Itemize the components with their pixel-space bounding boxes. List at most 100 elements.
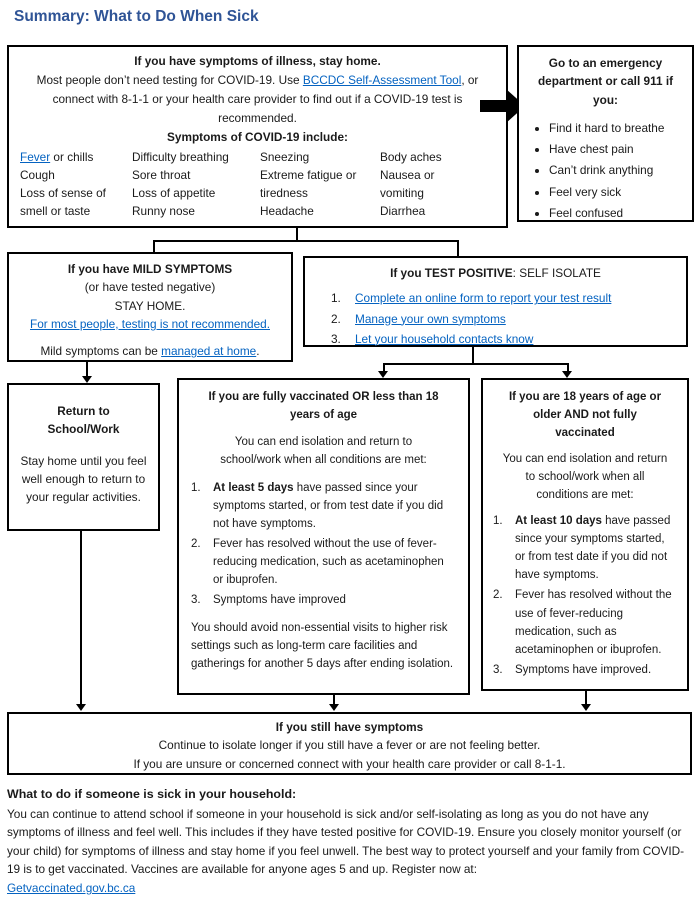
managed-at-home-link[interactable]: managed at home [161, 344, 257, 359]
condition-text: Fever has resolved without the use of fe… [515, 589, 672, 656]
condition-text: At least 10 days have passed since your … [515, 512, 677, 584]
emergency-bullet: Have chest pain [549, 139, 684, 160]
condition-number: 3. [191, 594, 201, 607]
older-box-intro: You can end isolation and return to scho… [502, 453, 668, 502]
condition-item: 3. Symptoms have improved [191, 591, 456, 609]
symptoms-column-1: Fever or chills Cough Loss of sense of s… [20, 149, 132, 221]
condition-text: Fever has resolved without the use of fe… [213, 538, 444, 587]
connector-line [333, 695, 335, 705]
fully-box-conditions: 1. At least 5 days have passed since your… [191, 479, 456, 609]
symptom-item: Sore throat [132, 168, 191, 183]
emergency-bullet: Can’t drink anything [549, 160, 684, 181]
household-section: What to do if someone is sick in your ho… [7, 785, 697, 898]
connector-line [383, 363, 569, 365]
symptom-item: Sneezing [260, 150, 310, 165]
symptoms-column-4: Body aches Nausea or vomiting Diarrhea [380, 149, 472, 221]
symptom-item: Body aches [380, 150, 442, 165]
mild-symptoms-box: If you have MILD SYMPTOMS (or have teste… [7, 252, 293, 362]
condition-number: 1. [191, 482, 201, 495]
symptom-item: Extreme fatigue or tiredness [260, 168, 357, 201]
condition-rest: have passed since your symptoms started,… [515, 515, 671, 582]
symptom-item: Headache [260, 204, 314, 219]
symptoms-box-heading: If you have symptoms of illness, stay ho… [134, 54, 381, 68]
household-heading: What to do if someone is sick in your ho… [7, 787, 297, 801]
intro-text: Most people don’t need testing for COVID… [36, 72, 303, 87]
arrow-down-icon [378, 371, 388, 378]
emergency-box-heading: Go to an emergency department or call 91… [537, 56, 674, 107]
connector-line [153, 240, 155, 253]
condition-item: 2. Fever has resolved without the use of … [493, 586, 677, 658]
symptom-item: Fever or chills [20, 149, 132, 167]
condition-number: 2. [191, 538, 201, 551]
condition-number: 2. [493, 589, 503, 602]
mild-text-period: . [256, 344, 260, 359]
test-positive-heading: If you TEST POSITIVE: SELF ISOLATE [315, 264, 676, 282]
condition-item: 3.Symptoms have improved. [493, 661, 677, 679]
symptoms-box-intro: Most people don’t need testing for COVID… [32, 71, 484, 128]
manage-symptoms-link[interactable]: Manage your own symptoms [355, 311, 506, 326]
household-link-line: Getvaccinated.gov.bc.ca [7, 879, 697, 898]
symptom-item: Difficulty breathing [132, 150, 229, 165]
connector-line [80, 531, 82, 705]
test-positive-heading-rest: : SELF ISOLATE [512, 266, 601, 280]
condition-item: 1.At least 10 days have passed since you… [493, 512, 677, 584]
symptom-item: Cough [20, 168, 55, 183]
intro-text-cont: , or connect with 8-1-1 or your health c… [52, 72, 479, 125]
return-box-heading: Return to School/Work [47, 404, 120, 437]
fully-box-intro: You can end isolation and return to scho… [220, 436, 427, 467]
bccdc-self-assessment-link[interactable]: BCCDC Self-Assessment Tool [302, 72, 462, 87]
not-fully-vaccinated-box: If you are 18 years of age or older AND … [481, 378, 689, 691]
symptom-item: Nausea or vomiting [380, 168, 435, 201]
symptom-item: Diarrhea [380, 204, 426, 219]
getvaccinated-link[interactable]: Getvaccinated.gov.bc.ca [7, 881, 136, 896]
connector-line [472, 345, 474, 365]
condition-item: 2. Fever has resolved without the use of … [191, 535, 456, 589]
fully-box-heading: If you are fully vaccinated OR less than… [208, 391, 439, 422]
test-positive-step: 2.Manage your own symptoms [331, 310, 676, 328]
fever-link[interactable]: Fever [20, 150, 51, 165]
condition-item: 1. At least 5 days have passed since your… [191, 479, 456, 533]
symptoms-list-heading: Symptoms of COVID-19 include: [167, 129, 348, 144]
older-box-heading: If you are 18 years of age or older AND … [508, 391, 662, 440]
arrow-down-icon [82, 376, 92, 383]
connector-line [296, 227, 298, 241]
still-box-line: Continue to isolate longer if you still … [158, 738, 541, 753]
fully-vaccinated-box: If you are fully vaccinated OR less than… [177, 378, 470, 695]
connector-line [153, 240, 459, 242]
report-test-result-link[interactable]: Complete an online form to report your t… [355, 291, 612, 306]
test-positive-box: If you TEST POSITIVE: SELF ISOLATE 1.Com… [303, 256, 688, 347]
condition-number: 3. [493, 663, 503, 676]
arrow-down-icon [562, 371, 572, 378]
connector-line [567, 363, 569, 372]
emergency-bullet-list: Find it hard to breathe Have chest pain … [527, 118, 684, 224]
condition-bold: At least 10 days [515, 515, 602, 528]
symptom-item: Loss of sense of smell or taste [20, 186, 106, 219]
household-contacts-link[interactable]: Let your household contacts know [355, 331, 534, 346]
mild-box-line: (or have tested negative) [84, 280, 216, 295]
mild-box-line: Mild symptoms can be managed at home. [9, 342, 291, 360]
still-symptoms-box: If you still have symptoms Continue to i… [7, 712, 692, 775]
still-box-line: If you are unsure or concerned connect w… [133, 756, 566, 771]
emergency-bullet: Feel very sick [549, 182, 684, 203]
condition-text: At least 5 days have passed since your s… [213, 479, 456, 533]
testing-not-recommended-link[interactable]: For most people, testing is not recommen… [30, 316, 270, 331]
condition-text: Symptoms have improved [213, 594, 346, 607]
connector-line [86, 362, 88, 377]
mild-text: Mild symptoms can be [40, 344, 162, 359]
connector-line [457, 240, 459, 257]
condition-bold: At least 5 days [213, 482, 294, 495]
symptoms-grid: Fever or chills Cough Loss of sense of s… [9, 146, 506, 221]
household-body: You can continue to attend school if som… [7, 806, 685, 877]
mild-box-line: STAY HOME. [114, 298, 186, 313]
flow-arrow-right-icon [480, 89, 525, 123]
return-box-body: Stay home until you feel well enough to … [20, 453, 147, 505]
symptom-text: or chills [50, 150, 94, 165]
mild-box-heading: If you have MILD SYMPTOMS [67, 262, 233, 276]
symptoms-column-2: Difficulty breathing Sore throat Loss of… [132, 149, 260, 221]
symptom-item: Runny nose [132, 204, 195, 219]
arrow-down-icon [581, 704, 591, 711]
emergency-bullet: Find it hard to breathe [549, 118, 684, 139]
symptoms-column-3: Sneezing Extreme fatigue or tiredness He… [260, 149, 380, 221]
mild-box-link-line: For most people, testing is not recommen… [9, 315, 291, 333]
